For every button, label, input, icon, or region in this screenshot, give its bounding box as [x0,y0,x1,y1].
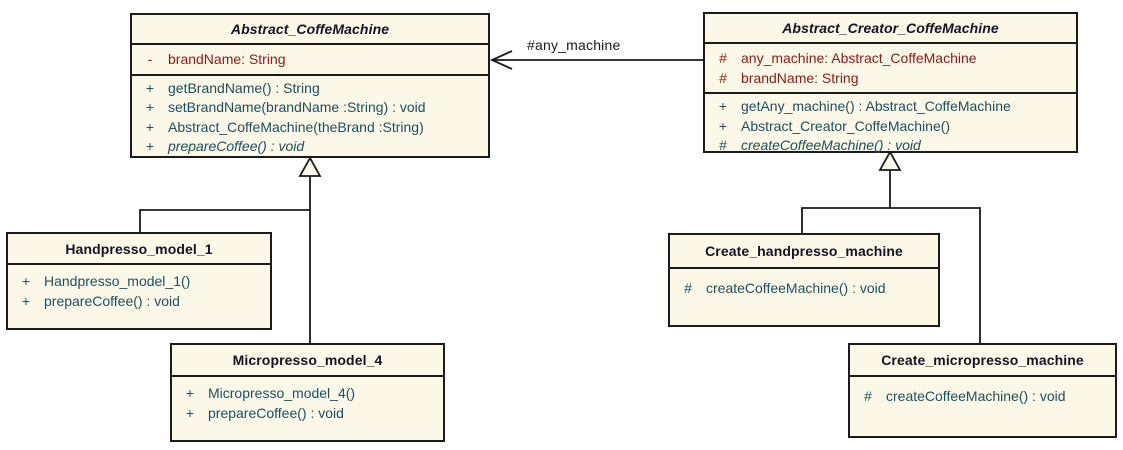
class-title: Create_handpresso_machine [670,235,938,269]
methods-compartment: + Handpresso_model_1() + prepareCoffee()… [8,265,270,328]
generalization-line-creators [801,207,981,343]
visibility-marker: # [684,280,692,296]
class-handpresso-model-1[interactable]: Handpresso_model_1 + Handpresso_model_1(… [6,232,272,330]
method-row: + getBrandName() : String [132,79,486,99]
visibility-marker: + [718,117,728,134]
method-row-abstract: # createCoffeeMachine() : void [705,136,1074,156]
generalization-left[interactable] [139,156,322,343]
method-row: + Abstract_CoffeMachine(theBrand :String… [132,118,486,138]
visibility-marker: # [719,50,727,66]
method-row: + prepareCoffee() : void [172,404,441,424]
method-row: + prepareCoffee() : void [8,292,268,312]
attributes-compartment: - brandName: String [132,45,488,76]
visibility-marker: + [145,118,155,135]
visibility-marker: # [719,137,727,153]
class-title: Abstract_CoffeMachine [132,15,488,45]
visibility-marker: # [719,69,727,86]
methods-compartment: + getBrandName() : String + setBrandName… [132,76,488,160]
generalization-line-handpresso [139,209,310,232]
method-row: + setBrandName(brandName :String) : void [132,98,486,118]
generalization-right[interactable] [801,150,981,343]
method-row: # createCoffeeMachine() : void [670,279,936,299]
method-row: + Abstract_Creator_CoffeMachine() [705,117,1074,137]
class-micropresso-model-4[interactable]: Micropresso_model_4 + Micropresso_model_… [170,343,445,442]
visibility-marker: + [21,273,31,289]
visibility-marker: + [145,99,155,115]
visibility-marker: + [185,404,195,421]
method-row: # createCoffeeMachine() : void [850,387,1113,407]
class-title: Handpresso_model_1 [8,234,270,265]
visibility-marker: + [145,79,155,96]
attribute-row: # any_machine: Abstract_CoffeMachine [705,49,1074,69]
hollow-triangle-icon [298,156,322,177]
methods-compartment: # createCoffeeMachine() : void [850,377,1115,436]
methods-compartment: # createCoffeeMachine() : void [670,269,938,325]
visibility-marker: + [21,292,31,309]
attribute-row: # brandName: String [705,69,1074,89]
class-title: Create_micropresso_machine [850,345,1115,377]
class-create-micropresso-machine[interactable]: Create_micropresso_machine # createCoffe… [848,343,1117,438]
methods-compartment: + getAny_machine() : Abstract_CoffeMachi… [705,94,1076,159]
visibility-marker: + [145,138,155,154]
attributes-compartment: # any_machine: Abstract_CoffeMachine # b… [705,44,1076,94]
method-row-abstract: + prepareCoffee() : void [132,137,486,157]
methods-compartment: + Micropresso_model_4() + prepareCoffee(… [172,377,443,440]
visibility-marker: + [718,98,728,114]
association-any-machine[interactable] [489,50,703,70]
class-abstract-creator-coffemachine[interactable]: Abstract_Creator_CoffeMachine # any_mach… [703,12,1078,153]
attribute-row: - brandName: String [132,50,486,70]
class-create-handpresso-machine[interactable]: Create_handpresso_machine # createCoffee… [668,233,940,327]
open-arrowhead-icon [489,50,513,70]
class-abstract-coffemachine[interactable]: Abstract_CoffeMachine - brandName: Strin… [130,13,490,158]
association-label: #any_machine [527,37,621,53]
method-row: + Micropresso_model_4() [172,384,441,404]
visibility-marker: - [147,51,153,67]
method-row: + getAny_machine() : Abstract_CoffeMachi… [705,97,1074,117]
class-title: Micropresso_model_4 [172,345,443,377]
visibility-marker: # [864,388,872,404]
method-row: + Handpresso_model_1() [8,272,268,292]
class-title: Abstract_Creator_CoffeMachine [705,14,1076,44]
visibility-marker: + [185,385,195,401]
